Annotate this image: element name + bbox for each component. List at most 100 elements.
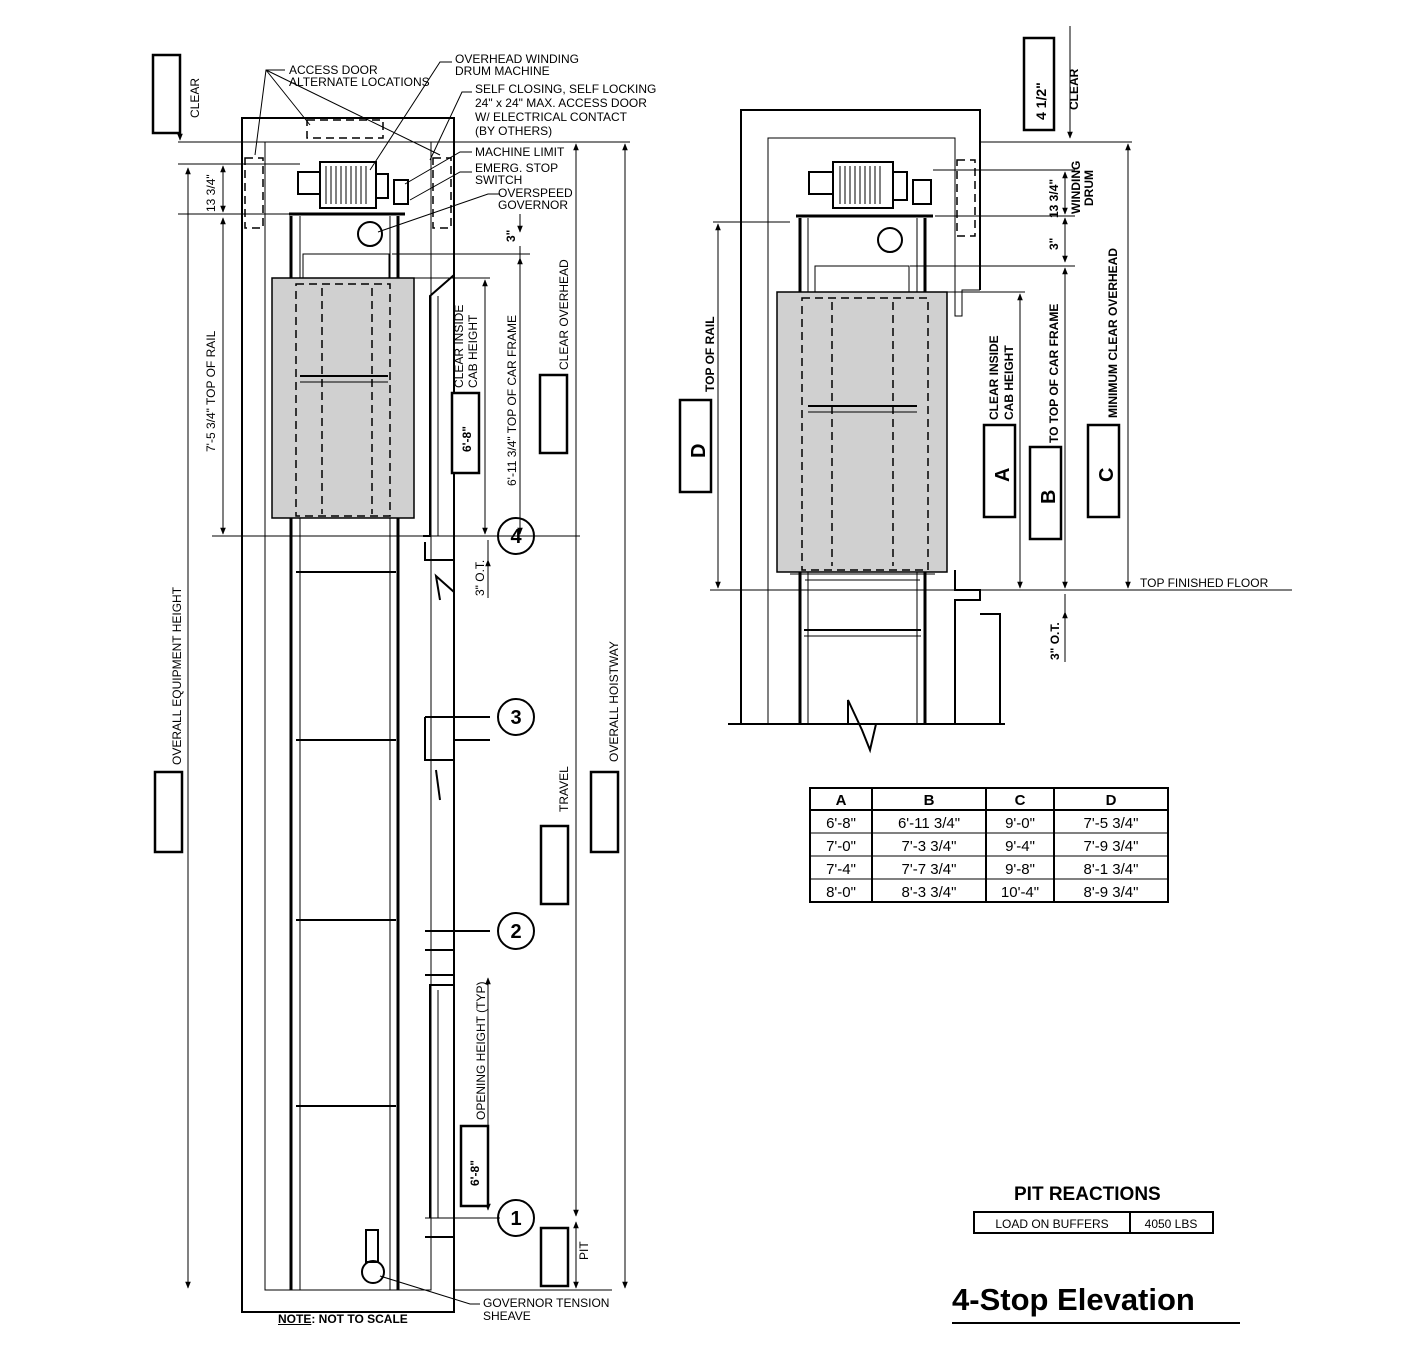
rail-cross-ties xyxy=(296,571,396,1107)
pit-box xyxy=(539,1226,570,1288)
right-drum-machine xyxy=(808,161,932,209)
overall-hoistway-box xyxy=(589,770,620,854)
svg-text:(BY OTHERS): (BY OTHERS) xyxy=(475,124,552,138)
overall-equipment-box xyxy=(153,770,184,854)
svg-text:7'-9 3/4": 7'-9 3/4" xyxy=(1084,838,1139,855)
svg-text:TOP FINISHED FLOOR: TOP FINISHED FLOOR xyxy=(1140,576,1269,590)
svg-text:3": 3" xyxy=(1047,238,1061,250)
clear-overhead-box xyxy=(538,373,569,455)
svg-text:OVERHEAD WINDING: OVERHEAD WINDING xyxy=(455,52,579,66)
svg-text:4: 4 xyxy=(510,526,522,548)
svg-text:7'-4": 7'-4" xyxy=(826,861,856,878)
overspeed-governor xyxy=(357,221,383,247)
svg-text:3" O.T.: 3" O.T. xyxy=(473,560,487,596)
svg-text:DRUM: DRUM xyxy=(1082,170,1096,206)
svg-text:DRUM MACHINE: DRUM MACHINE xyxy=(455,64,550,78)
note-label: NOTE xyxy=(278,1312,312,1326)
svg-text:OVERALL HOISTWAY: OVERALL HOISTWAY xyxy=(607,641,621,762)
svg-text:7'-0": 7'-0" xyxy=(826,838,856,855)
svg-text:GOVERNOR TENSION: GOVERNOR TENSION xyxy=(483,1296,609,1310)
access-door-top xyxy=(306,119,384,139)
governor-tension-sheave xyxy=(361,1229,385,1284)
drawing-title: 4-Stop Elevation xyxy=(952,1282,1195,1317)
stop-marker-2: 2 xyxy=(497,912,535,950)
svg-text:MINIMUM CLEAR OVERHEAD: MINIMUM CLEAR OVERHEAD xyxy=(1106,248,1120,418)
svg-text:7'-5 3/4": 7'-5 3/4" xyxy=(1084,815,1139,832)
svg-text:C: C xyxy=(1096,468,1118,482)
left-elevation: 4 3 2 1 xyxy=(151,53,630,1313)
svg-text:9'-4": 9'-4" xyxy=(1005,838,1035,855)
access-door-right xyxy=(432,157,452,229)
svg-text:MACHINE LIMIT: MACHINE LIMIT xyxy=(475,145,565,159)
svg-text:24" x 24" MAX. ACCESS DOOR: 24" x 24" MAX. ACCESS DOOR xyxy=(475,96,647,110)
svg-text:SELF CLOSING, SELF LOCKING: SELF CLOSING, SELF LOCKING xyxy=(475,82,656,96)
right-overspeed-governor xyxy=(877,227,903,253)
svg-text:13 3/4": 13 3/4" xyxy=(1047,179,1061,218)
right-dimension-text: 4 1/2" CLEAR 13 3/4" WINDING DRUM 3" TOP… xyxy=(688,68,1269,660)
svg-text:SWITCH: SWITCH xyxy=(475,173,522,187)
left-callout-text: ACCESS DOOR ALTERNATE LOCATIONS OVERHEAD… xyxy=(170,52,656,1323)
svg-text:C: C xyxy=(1015,792,1026,809)
svg-text:CAB HEIGHT: CAB HEIGHT xyxy=(1002,345,1016,420)
scale-note: NOTE: NOT TO SCALE xyxy=(278,1312,408,1326)
svg-text:CAB HEIGHT: CAB HEIGHT xyxy=(466,314,480,388)
svg-text:7'-7 3/4": 7'-7 3/4" xyxy=(902,861,957,878)
svg-text:8'-1 3/4": 8'-1 3/4" xyxy=(1084,861,1139,878)
drum-machine xyxy=(297,161,409,209)
svg-text:ACCESS DOOR: ACCESS DOOR xyxy=(289,63,378,77)
callout-leaders xyxy=(254,61,500,1305)
opening-height-box xyxy=(459,1124,490,1208)
svg-text:6'-8": 6'-8" xyxy=(460,426,474,452)
right-elevator-car xyxy=(776,265,948,581)
svg-text:6'-8": 6'-8" xyxy=(468,1160,482,1186)
svg-text:TRAVEL: TRAVEL xyxy=(557,766,571,812)
svg-text:3: 3 xyxy=(510,707,521,729)
svg-text:D: D xyxy=(688,444,710,458)
svg-text:ALTERNATE LOCATIONS: ALTERNATE LOCATIONS xyxy=(289,75,430,89)
letter-c-box xyxy=(1086,423,1121,519)
pit-reactions-title: PIT REACTIONS xyxy=(1014,1184,1161,1205)
stop-marker-1: 1 xyxy=(497,1199,535,1237)
svg-text:OVERALL EQUIPMENT HEIGHT: OVERALL EQUIPMENT HEIGHT xyxy=(170,586,184,765)
svg-text:EMERG. STOP: EMERG. STOP xyxy=(475,161,558,175)
pit-reactions-table: LOAD ON BUFFERS 4050 LBS xyxy=(973,1211,1214,1234)
svg-text:OVERSPEED: OVERSPEED xyxy=(498,186,573,200)
svg-text:SHEAVE: SHEAVE xyxy=(483,1309,531,1323)
svg-text:W/ ELECTRICAL CONTACT: W/ ELECTRICAL CONTACT xyxy=(475,110,628,124)
travel-box xyxy=(539,824,570,906)
svg-text:GOVERNOR: GOVERNOR xyxy=(498,198,568,212)
svg-text:D: D xyxy=(1106,792,1117,809)
right-elevation xyxy=(678,26,1292,754)
svg-text:6'-11 3/4": 6'-11 3/4" xyxy=(898,815,960,832)
stop-marker-3: 3 xyxy=(497,698,535,736)
hoistway-outer-wall xyxy=(241,117,455,1313)
title-underline xyxy=(952,1322,1240,1324)
svg-text:1: 1 xyxy=(510,1208,521,1230)
svg-text:B: B xyxy=(1038,490,1060,504)
landing-doors xyxy=(423,274,455,1218)
svg-text:7'-5 3/4" TOP OF RAIL: 7'-5 3/4" TOP OF RAIL xyxy=(204,330,218,452)
svg-text:3": 3" xyxy=(504,230,518,242)
svg-text:TOP OF RAIL: TOP OF RAIL xyxy=(703,316,717,392)
svg-text:2: 2 xyxy=(510,921,521,943)
letter-a-box xyxy=(982,423,1017,519)
svg-text:3" O.T.: 3" O.T. xyxy=(1048,622,1062,660)
svg-text:4050 LBS: 4050 LBS xyxy=(1145,1217,1198,1231)
svg-text:CLEAR: CLEAR xyxy=(188,78,202,118)
letter-b-box xyxy=(1028,445,1063,541)
svg-text:TO TOP OF CAR FRAME: TO TOP OF CAR FRAME xyxy=(1047,304,1061,443)
svg-text:6'-8": 6'-8" xyxy=(826,815,856,832)
note-text: : NOT TO SCALE xyxy=(311,1312,408,1326)
svg-text:6'-11 3/4" TOP OF CAR FRAME: 6'-11 3/4" TOP OF CAR FRAME xyxy=(505,315,519,486)
right-access-door xyxy=(956,159,976,237)
svg-text:9'-8": 9'-8" xyxy=(1005,861,1035,878)
svg-text:8'-9 3/4": 8'-9 3/4" xyxy=(1084,884,1139,901)
svg-text:B: B xyxy=(924,792,935,809)
right-clear-box xyxy=(1022,36,1056,132)
svg-text:OPENING HEIGHT (TYP): OPENING HEIGHT (TYP) xyxy=(474,982,488,1120)
elevator-car xyxy=(271,253,415,519)
svg-text:WINDING: WINDING xyxy=(1069,161,1083,214)
clear-dim-box xyxy=(151,53,182,135)
svg-text:10'-4": 10'-4" xyxy=(1001,884,1039,901)
